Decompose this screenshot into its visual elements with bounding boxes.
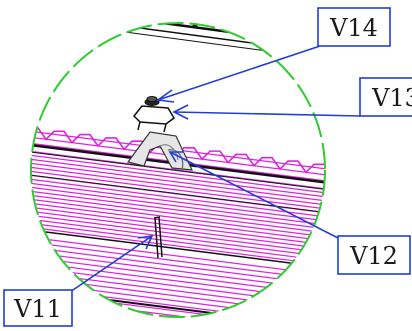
tile-hatch-line: [31, 165, 325, 208]
detail-circle: [30, 22, 326, 318]
arrowhead-v14: [155, 89, 175, 103]
callout-line-v12: [169, 151, 339, 239]
tile-hatch-line: [31, 157, 325, 200]
callouts: V14 V13 V12 V11: [3, 7, 412, 327]
tile-hatch-line: [31, 169, 325, 212]
label-v11: V11: [13, 295, 62, 323]
tile-hatch-line: [31, 205, 325, 248]
tile-ridge-profile: [31, 127, 325, 180]
arrowhead-v13: [172, 104, 189, 120]
tile-hatch-line: [31, 217, 325, 260]
callout-v12: V12: [168, 151, 411, 275]
label-box-v13: [359, 77, 412, 117]
label-v14: V14: [329, 14, 378, 42]
label-box-v12: [337, 235, 411, 275]
tile-hatch-line: [31, 197, 325, 240]
callout-line-v11: [69, 235, 153, 293]
callout-v13: V13: [172, 77, 412, 120]
label-v12: V12: [349, 242, 398, 270]
label-box-v14: [317, 7, 391, 47]
label-box-v11: [3, 289, 73, 327]
callout-v11: V11: [3, 235, 154, 327]
tile-hatch-line: [31, 189, 325, 232]
callout-line-v14: [157, 45, 321, 101]
tile-hatch-line: [31, 181, 325, 224]
roof-hook-nut: [144, 96, 160, 106]
tile-hatch-line: [31, 221, 325, 264]
arrowhead-v11: [137, 235, 154, 250]
tile-hatch-line: [31, 193, 325, 236]
rafter-screw: [153, 216, 163, 259]
tile-hatch-line: [31, 213, 325, 256]
tile-hatch-line: [31, 161, 325, 204]
callout-v14: V14: [155, 7, 391, 103]
callout-line-v13: [173, 111, 361, 117]
detail-contents: [31, 23, 325, 317]
tile-hatch-line: [31, 153, 325, 196]
tile-hatch-line: [31, 185, 325, 228]
roof-hook-clamp: [132, 105, 175, 133]
tile-hatch-line: [31, 149, 325, 192]
tile-hatch-line: [31, 209, 325, 252]
arrowhead-v12: [168, 151, 184, 163]
tile-hatch-line: [31, 225, 325, 268]
tile-hatch-line: [31, 201, 325, 244]
roof-hook-base: [126, 131, 193, 171]
label-v13: V13: [371, 84, 412, 112]
